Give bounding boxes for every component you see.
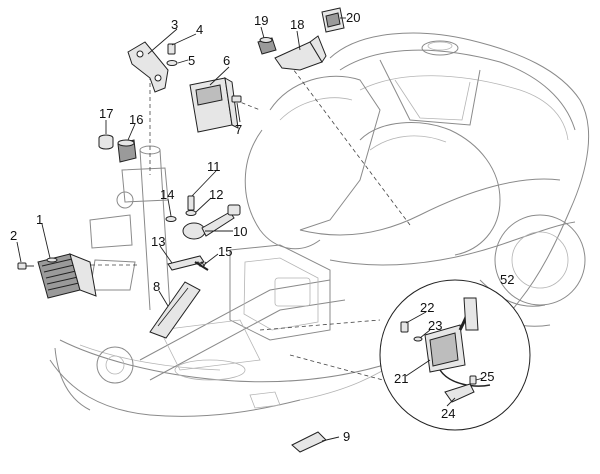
spring-part-15 — [194, 260, 209, 271]
callout-25: 25 — [480, 369, 494, 384]
screw-part-11 — [187, 195, 195, 211]
callout-22: 22 — [420, 300, 434, 315]
bracket-part-3 — [127, 41, 169, 93]
callout-10: 10 — [233, 224, 247, 239]
callout-14: 14 — [160, 187, 174, 202]
washer-part-14 — [165, 216, 177, 222]
sensor-part-10 — [182, 204, 241, 240]
scooter-frame-outline: 52 — [49, 32, 590, 417]
callout-17: 17 — [99, 106, 113, 121]
rubber-cap-part-16 — [117, 139, 137, 163]
bracket-part-13 — [167, 255, 205, 271]
callout-6: 6 — [223, 53, 230, 68]
callout-3: 3 — [171, 17, 178, 32]
callout-11: 11 — [207, 159, 221, 174]
screw-part-2 — [17, 262, 34, 270]
callout-4: 4 — [196, 22, 203, 37]
callout-8: 8 — [153, 279, 160, 294]
callout-7: 7 — [235, 122, 242, 137]
frame-badge: 52 — [500, 272, 514, 287]
callout-18: 18 — [290, 17, 304, 32]
detail-inset-ignition — [379, 279, 531, 431]
callout-20: 20 — [346, 10, 360, 25]
washer-part-5 — [166, 60, 178, 66]
washer-part-12 — [185, 210, 197, 216]
callout-labels: 1 2 3 4 5 6 7 8 9 10 11 12 13 14 15 16 1… — [10, 10, 494, 444]
callout-23: 23 — [428, 318, 442, 333]
callout-24: 24 — [441, 406, 455, 421]
callout-13: 13 — [151, 234, 165, 249]
control-unit-part-6 — [189, 77, 239, 133]
grommet-part-19 — [257, 37, 277, 55]
leader-lines — [16, 17, 484, 442]
callout-16: 16 — [129, 112, 143, 127]
callout-19: 19 — [254, 13, 268, 28]
assembly-dashed-lines — [70, 55, 421, 391]
callout-1: 1 — [36, 212, 43, 227]
callout-5: 5 — [188, 53, 195, 68]
callout-21: 21 — [394, 371, 408, 386]
mounting-bracket-part-18 — [274, 35, 327, 71]
screw-part-4 — [167, 43, 176, 55]
relay-part-20 — [321, 7, 345, 33]
bushing-part-17 — [98, 134, 114, 150]
callout-12: 12 — [209, 187, 223, 202]
clip-part-9 — [291, 431, 327, 453]
guard-part-8 — [149, 281, 201, 339]
callout-9: 9 — [343, 429, 350, 444]
voltage-regulator-part-1 — [37, 253, 97, 299]
callout-2: 2 — [10, 228, 17, 243]
callout-15: 15 — [218, 244, 232, 259]
screw-part-7 — [231, 95, 242, 103]
